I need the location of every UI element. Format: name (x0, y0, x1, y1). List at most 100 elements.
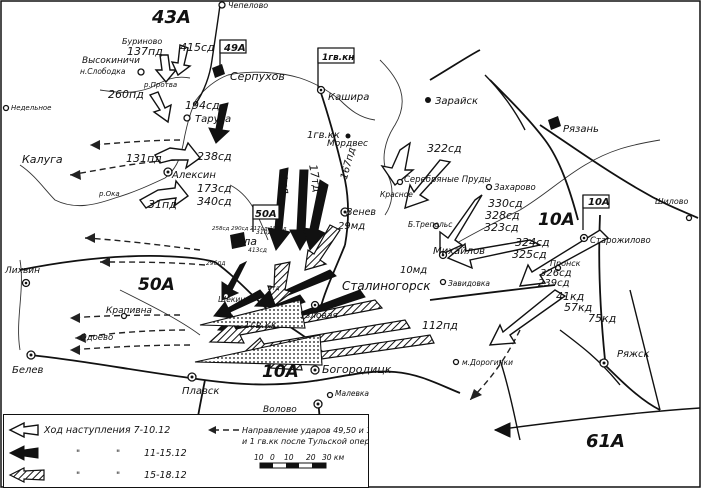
unit-131pd: 131пд (126, 152, 162, 165)
unit-415sd: 415сд (180, 41, 215, 54)
town-serpukhov: Серпухов (230, 70, 285, 83)
town-ryazan: Рязань (563, 124, 599, 135)
unit-296pd: 296пд (206, 260, 226, 267)
unit-326sd: 326сд (540, 268, 572, 279)
town-uzlovaya: Узловая (300, 311, 338, 321)
legend-row2-ditto-b: " (116, 449, 120, 459)
town-bogoroditsk: Богородицк (322, 363, 392, 376)
unit-4td: 4тд (276, 172, 292, 195)
town-starozhilovo: Старожилово (590, 236, 651, 246)
army-61a: 61А (586, 431, 625, 452)
legend-arrow-hatch (8, 467, 45, 483)
town-burinovo: Буриново (122, 37, 162, 46)
town-serebryanye-prudy: Серебряные Пруды (404, 175, 491, 185)
unit-31pd: 31пд (148, 198, 177, 211)
unit-260pd: 260пд (108, 88, 144, 101)
legend-dashed-head (208, 426, 216, 434)
arrows-cavalry (194, 299, 323, 366)
scale-tick-1: 0 (270, 453, 275, 462)
scale-tick-3: 20 (306, 453, 316, 462)
town-krapivna: Крапивна (106, 306, 152, 316)
unit-340sd: 340сд (197, 195, 232, 208)
town-mordves: Мордвес (327, 139, 368, 149)
town-volovo: Волово (263, 405, 297, 415)
town-zaraysk: Зарайск (435, 96, 478, 107)
town-malevka: Малевка (335, 389, 369, 398)
army-49a: 49А (223, 43, 246, 54)
town-likhvin: Лихвин (4, 266, 40, 276)
scale-tick-2: 10 (284, 453, 294, 462)
scale-tick-0: 10 (254, 453, 264, 462)
town-shilovo: Шилово (655, 197, 688, 206)
army-flags (212, 39, 610, 249)
town-shchekino: Щекино (218, 295, 250, 304)
legend-dashed-label-1: Направление ударов 49,50 и 10 армий (242, 426, 368, 435)
unit-413sd-tula: 413сд (248, 247, 267, 254)
town-chepelovo: Чепелово (228, 1, 268, 10)
scale-bar: 10 0 10 20 30 км (254, 453, 344, 469)
town-n-slobodka: н.Слободка (80, 67, 126, 76)
legend-row3-ditto-a: " (76, 471, 80, 481)
town-labels: Чепелово Буриново Высокиничи н.Слободка … (4, 1, 688, 415)
front-lines (194, 4, 661, 441)
army-10a: 10А (538, 210, 575, 230)
town-pronsk: Пронск (550, 259, 581, 268)
arrow-61a (493, 407, 701, 438)
town-zavidovka: Завидовка (448, 279, 490, 288)
unit-173sd: 173сд (197, 182, 232, 195)
army-1gk-flag: 1гв.кн (322, 53, 354, 63)
unit-322sd: 322сд (427, 142, 462, 155)
town-tula: Тула (230, 235, 257, 248)
legend-graphics: Ход наступления 7-10.12 " " 11-15.12 " "… (8, 421, 406, 483)
town-kaluga: Калуга (22, 153, 63, 166)
unit-41kd: 41кд (556, 290, 584, 303)
legend-row3-label: 15-18.12 (144, 470, 187, 481)
town-nedelnoe: Недельное (11, 104, 51, 112)
roads (19, 49, 699, 471)
unit-330sd: 330сд (488, 197, 523, 210)
unit-324sd: 324сд (515, 236, 550, 249)
town-vysokinichi: Высокиничи (82, 56, 140, 66)
unit-238sd: 238сд (197, 150, 232, 163)
army-labels: 43А 49А 1гв.кн 50А 10А 50А 10А 10А 61А (138, 7, 625, 452)
rivers (18, 59, 661, 351)
unit-10md: 10мд (400, 265, 427, 276)
river-protva: р.Протва (143, 81, 177, 89)
town-b-treposlye: Б.Трепольс (408, 220, 453, 229)
town-tarusa: Таруса (195, 114, 231, 125)
town-m-dorogynki: м.Дорогинки (462, 358, 513, 367)
unit-57kd: 57кд (564, 301, 592, 314)
unit-239sd: 239сд (538, 278, 570, 289)
unit-137pd: 137пд (127, 45, 163, 58)
legend-row2-label: 11-15.12 (144, 448, 187, 459)
scale-tick-4: 30 км (322, 453, 344, 462)
unit-31pd-tula: 31пд (256, 229, 272, 236)
unit-75kd: 75кд (588, 312, 616, 325)
town-venev: Венев (346, 207, 376, 218)
town-zakharovo: Захарово (494, 183, 536, 193)
town-mikhaylov: Михайлов (433, 246, 485, 257)
town-ryazhsk: Ряжск (617, 349, 650, 360)
legend-row3-ditto-b: " (116, 471, 120, 481)
town-plavsk: Плавск (182, 386, 219, 397)
unit-29md: 29мд (338, 221, 365, 232)
unit-1gkk-south: 1гв.кк (244, 320, 277, 331)
army-50a: 50А (138, 275, 175, 295)
river-oka: р.Ока (98, 190, 120, 198)
legend-arrow-open (8, 421, 39, 439)
town-aleksin: Алексин (171, 170, 216, 181)
army-10a-flag: 10А (588, 197, 610, 208)
map-legend: Ход наступления 7-10.12 " " 11-15.12 " "… (3, 414, 406, 488)
arrows-phase1 (138, 44, 610, 346)
town-krasnoe: Красное (380, 190, 413, 199)
unit-167pd: 167пд (339, 146, 358, 180)
unit-1gkk: 1гв.кк (307, 130, 340, 141)
unit-325sd: 325сд (512, 248, 547, 261)
river-labels: р.Протва р.Ока (98, 81, 177, 198)
unit-194sd: 194сд (185, 99, 220, 112)
town-odoevo: Одоево (80, 333, 113, 343)
legend-row2-ditto-a: " (76, 449, 80, 459)
unit-tula-group: 258сд 290сд 217сд 154сд (212, 226, 287, 232)
army-50a-flag: 50А (255, 209, 277, 220)
